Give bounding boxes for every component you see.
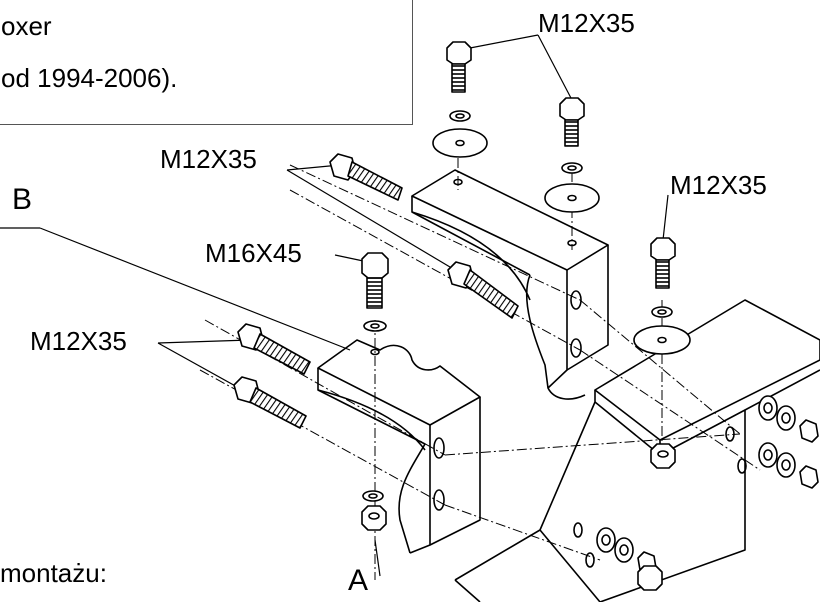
upper-bracket [411, 169, 609, 400]
label-ref-b: B [12, 183, 33, 216]
lower-bracket [317, 339, 481, 554]
info-line-2: od 1994-2006). [1, 63, 178, 93]
label-bolt-top: M12X35 [538, 8, 635, 38]
info-box: oxer od 1994-2006). [0, 0, 413, 125]
footer-note: montażu: [0, 558, 107, 588]
bolt-vertical-top-left [432, 41, 488, 158]
label-bolt-left-lower: M12X35 [30, 326, 127, 356]
bolt-horizontal-lower-a [237, 323, 311, 375]
label-bolt-right: M12X35 [670, 170, 767, 200]
label-bolt-left-upper: M12X35 [160, 144, 257, 174]
label-bolt-center: M16X45 [205, 238, 302, 268]
bolt-vertical-right [633, 237, 691, 355]
washers-nuts-right-upper [758, 395, 819, 443]
bolt-horizontal-upper-b [447, 261, 519, 319]
label-ref-a: A [348, 564, 369, 597]
nut-bottom-right [637, 565, 663, 591]
nut-frame-top [650, 443, 676, 469]
bolt-vertical-m16 [361, 252, 389, 332]
bolt-horizontal-lower-b [233, 376, 307, 429]
washer-nut-lower [361, 490, 387, 531]
bolt-horizontal-upper-a [329, 153, 403, 201]
washers-nuts-right-lower [758, 442, 819, 489]
info-line-1: oxer [1, 11, 52, 41]
bolt-vertical-top-right [544, 97, 600, 213]
